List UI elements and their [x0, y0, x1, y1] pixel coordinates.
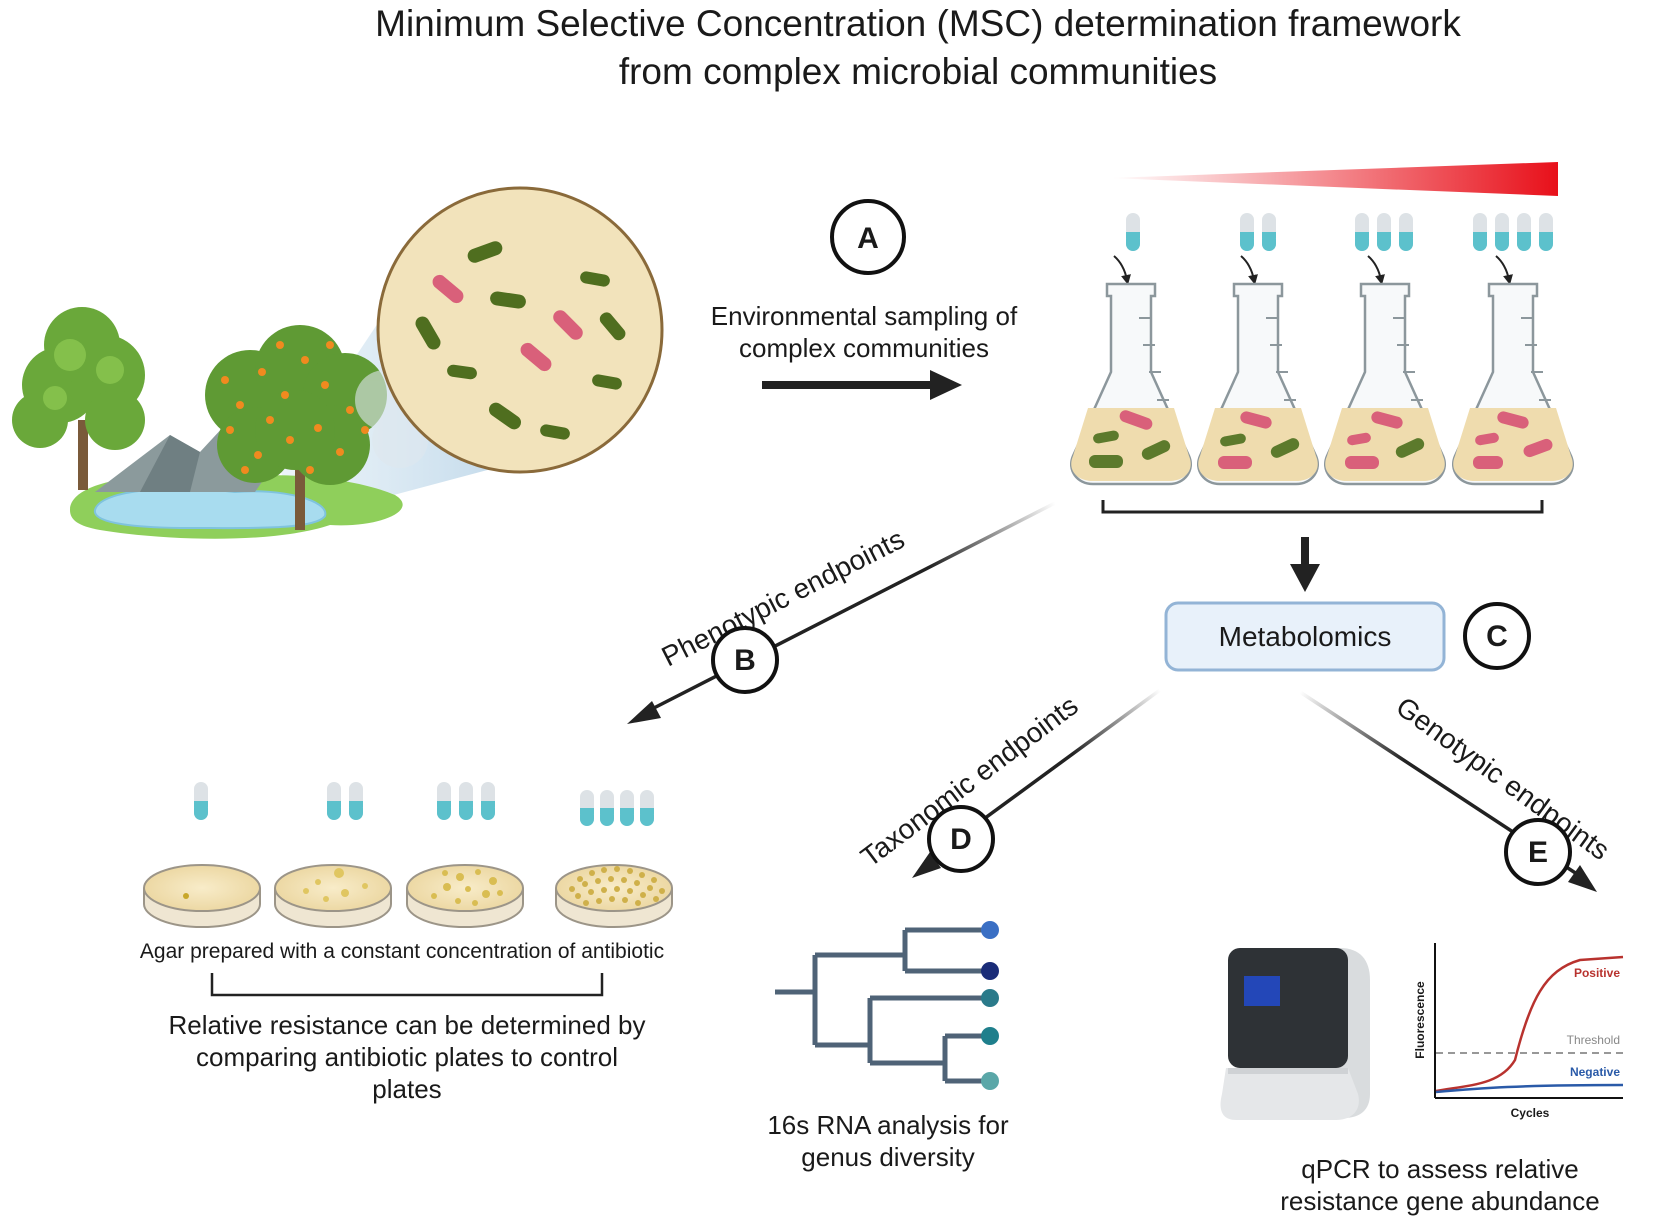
flask — [1324, 255, 1446, 486]
title-line-2: from complex microbial communities — [619, 51, 1217, 92]
step-d: Taxonomic endpoints D — [855, 688, 1162, 878]
agar-plate — [555, 864, 673, 928]
badge-d — [927, 805, 995, 873]
series-negative — [1435, 1083, 1624, 1094]
pond — [93, 487, 327, 530]
genotypic-caption-line-2: resistance gene abundance — [1280, 1186, 1599, 1216]
badge-e-letter: E — [1528, 836, 1548, 869]
step-c: Metabolomics C — [1164, 601, 1531, 672]
flask-capsules — [1126, 213, 1553, 251]
orange-tree-canopy — [205, 325, 387, 485]
badge-b-letter: B — [734, 644, 756, 677]
plates-summary-line-1: Relative resistance can be determined by — [169, 1010, 646, 1040]
metabolomics-label: Metabolomics — [1219, 621, 1392, 652]
tree-leaf — [981, 1072, 999, 1090]
flask — [1452, 255, 1574, 486]
phylogenetic-tree — [775, 921, 999, 1090]
flask — [1070, 255, 1192, 486]
capsule-group-3 — [1355, 213, 1413, 251]
genotypic-caption-line-1: qPCR to assess relative — [1301, 1154, 1578, 1184]
step-e-arrow-head — [1568, 865, 1597, 892]
title-line-1: Minimum Selective Concentration (MSC) de… — [375, 3, 1461, 44]
plates-summary-line-2: comparing antibiotic plates to control — [196, 1042, 618, 1072]
badge-b — [711, 626, 779, 694]
metabolomics-box — [1164, 601, 1446, 672]
qpcr-chart: Positive Threshold Negative Cycles Fluor… — [1413, 943, 1624, 1120]
step-e-arrow-label: Genotypic endpoints — [1390, 691, 1615, 866]
agar-plate-capsules — [194, 782, 654, 826]
step-a-arrow-head — [930, 370, 962, 400]
step-a-label-line-1: Environmental sampling of — [711, 301, 1018, 331]
capsule-group-2 — [1240, 213, 1276, 251]
badge-c-letter: C — [1486, 620, 1508, 653]
step-b: Phenotypic endpoints B — [627, 501, 1056, 724]
chart-y-axis-label: Fluorescence — [1413, 981, 1427, 1059]
badge-e — [1504, 818, 1572, 886]
badge-c — [1463, 602, 1531, 670]
bacteria-magnification — [376, 186, 664, 474]
series-positive-label: Positive — [1574, 966, 1620, 980]
agar-plate — [143, 864, 261, 928]
step-b-arrow-head — [627, 701, 661, 724]
flasks-bracket — [1101, 500, 1544, 514]
tree-leaf — [981, 989, 999, 1007]
tree-trunk — [78, 420, 88, 490]
badge-a — [830, 199, 906, 275]
oranges — [221, 341, 369, 474]
flask — [1197, 255, 1319, 486]
tree-leaf — [981, 921, 999, 939]
capsule-group-1 — [1126, 213, 1140, 251]
concentration-gradient-bar — [1110, 162, 1558, 196]
step-b-arrow — [649, 501, 1056, 712]
badge-a-letter: A — [857, 222, 879, 255]
threshold-label: Threshold — [1567, 1033, 1620, 1047]
magnified-circle — [376, 186, 664, 474]
agar-label: Agar prepared with a constant concentrat… — [140, 940, 664, 963]
chart-x-axis-label: Cycles — [1511, 1106, 1550, 1120]
bacteria-cells — [415, 241, 626, 440]
series-positive — [1435, 955, 1624, 1093]
mountain-shadow — [140, 435, 200, 492]
capsule-group-4 — [1473, 213, 1553, 251]
tree-leaf — [981, 1027, 999, 1045]
down-arrow-head — [1290, 564, 1320, 592]
taxonomic-caption-line-1: 16s RNA analysis for — [767, 1110, 1009, 1140]
step-a: A Environmental sampling of complex comm… — [711, 199, 1018, 400]
step-a-label-line-2: complex communities — [739, 333, 989, 363]
tree-leaf — [981, 962, 999, 980]
agar-plate — [274, 864, 392, 928]
step-e: Genotypic endpoints E — [1299, 690, 1615, 892]
qpcr-machine-illustration — [1220, 948, 1370, 1120]
series-negative-label: Negative — [1570, 1065, 1620, 1079]
taxonomic-caption-line-2: genus diversity — [801, 1142, 974, 1172]
badge-d-letter: D — [950, 823, 972, 856]
plates-summary-line-3: plates — [372, 1074, 441, 1104]
plates-bracket — [210, 973, 604, 997]
tree-trunk — [295, 460, 305, 530]
agar-plate — [406, 864, 524, 928]
